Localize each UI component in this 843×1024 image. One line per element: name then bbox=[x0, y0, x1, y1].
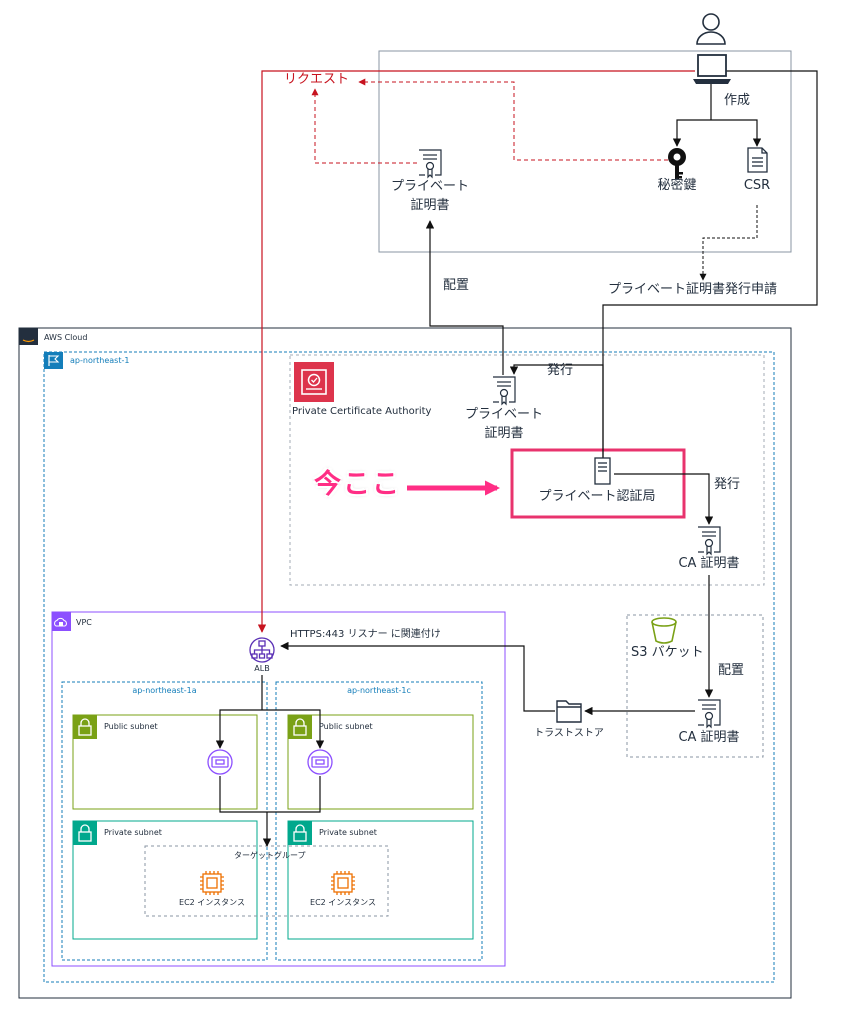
chip-icon bbox=[200, 871, 224, 895]
server-icon bbox=[594, 457, 611, 485]
private-subnet-a-box bbox=[72, 820, 258, 940]
laptop-icon bbox=[693, 54, 731, 84]
apply-line bbox=[602, 70, 818, 458]
public-subnet-a-box bbox=[72, 714, 258, 810]
https-listener-label: HTTPS:443 リスナー に関連付け bbox=[290, 629, 441, 640]
apply-label: プライベート証明書発行申請 bbox=[608, 282, 778, 297]
region-box bbox=[43, 351, 775, 983]
certificate-icon bbox=[698, 526, 721, 556]
alb-label: ALB bbox=[254, 664, 270, 673]
issue-label-2: 発行 bbox=[714, 477, 741, 492]
private-subnet-c-label: Private subnet bbox=[319, 828, 377, 837]
private-cert-top-label-2: 証明書 bbox=[410, 198, 450, 213]
ec2-c-label: EC2 インスタンス bbox=[310, 898, 376, 907]
ec2-a-label: EC2 インスタンス bbox=[179, 898, 245, 907]
certificate-icon bbox=[698, 699, 721, 729]
now-here-highlight bbox=[510, 448, 686, 519]
document-icon bbox=[747, 147, 768, 173]
deploy-arrow bbox=[425, 220, 504, 375]
s3-bucket-label: S3 バケット bbox=[631, 645, 704, 660]
private-key-label: 秘密鍵 bbox=[657, 178, 697, 193]
cloud-lock-icon bbox=[52, 612, 71, 631]
ca-cert-label-2: CA 証明書 bbox=[678, 730, 740, 745]
flag-icon bbox=[44, 352, 63, 369]
issue-cert-arrow bbox=[509, 364, 604, 458]
chip-icon bbox=[331, 871, 355, 895]
key-request-arrow bbox=[358, 78, 668, 161]
public-subnet-a-label: Public subnet bbox=[104, 722, 158, 731]
pca-box bbox=[289, 354, 765, 586]
cert-request-arrow bbox=[311, 88, 417, 164]
request-label: リクエスト bbox=[284, 72, 350, 87]
private-cert-top-label-1: プライベート bbox=[390, 179, 469, 194]
pca-icon bbox=[294, 362, 334, 402]
s3-box bbox=[626, 614, 764, 758]
alb-icon bbox=[249, 637, 275, 663]
trust-store-label: トラストストア bbox=[534, 728, 604, 739]
request-arrow bbox=[257, 70, 695, 633]
network-interface-icon bbox=[207, 749, 233, 775]
issue-label-1: 発行 bbox=[547, 363, 574, 378]
issue-ca-cert-arrow bbox=[614, 473, 714, 525]
private-subnet-c-box bbox=[287, 820, 474, 940]
user-icon bbox=[696, 13, 726, 45]
csr-apply-arrow bbox=[699, 205, 758, 281]
private-cert-mid-label-2: 証明書 bbox=[484, 426, 524, 441]
listener-arrow bbox=[280, 641, 555, 712]
az-c-box bbox=[275, 681, 483, 961]
public-subnet-c-label: Public subnet bbox=[319, 722, 373, 731]
network-interface-icon bbox=[307, 749, 333, 775]
az-c-label: ap-northeast-1c bbox=[347, 686, 411, 695]
now-here-label: 今ここ bbox=[314, 469, 401, 500]
lock-icon bbox=[288, 715, 312, 739]
az-a-label: ap-northeast-1a bbox=[132, 686, 197, 695]
certificate-icon bbox=[419, 149, 442, 179]
aws-cloud-box bbox=[18, 327, 792, 999]
deploy-top-label: 配置 bbox=[443, 278, 470, 293]
target-group-label: ターゲットグループ bbox=[234, 851, 306, 860]
lock-icon bbox=[73, 715, 97, 739]
private-cert-mid-label-1: プライベート bbox=[464, 407, 543, 422]
public-subnet-c-box bbox=[287, 714, 474, 810]
aws-cloud-label: AWS Cloud bbox=[44, 333, 88, 342]
bucket-icon bbox=[651, 617, 677, 644]
csr-label: CSR bbox=[743, 178, 771, 193]
region-label: ap-northeast-1 bbox=[70, 356, 130, 365]
key-icon bbox=[668, 148, 686, 179]
vpc-label: VPC bbox=[76, 618, 92, 627]
create-label: 作成 bbox=[724, 93, 751, 108]
folder-icon bbox=[556, 700, 582, 723]
private-ca-label: プライベート認証局 bbox=[538, 489, 656, 504]
az-a-box bbox=[61, 681, 268, 961]
private-subnet-a-label: Private subnet bbox=[104, 828, 162, 837]
pca-label: Private Certificate Authority bbox=[292, 406, 432, 417]
client-box bbox=[378, 50, 792, 253]
aws-logo-icon bbox=[19, 328, 38, 345]
lock-icon bbox=[73, 821, 97, 845]
ca-cert-label-1: CA 証明書 bbox=[678, 556, 740, 571]
deploy-s3-label: 配置 bbox=[718, 663, 745, 678]
lock-icon bbox=[288, 821, 312, 845]
certificate-icon bbox=[493, 376, 516, 406]
vpc-box bbox=[51, 611, 506, 967]
